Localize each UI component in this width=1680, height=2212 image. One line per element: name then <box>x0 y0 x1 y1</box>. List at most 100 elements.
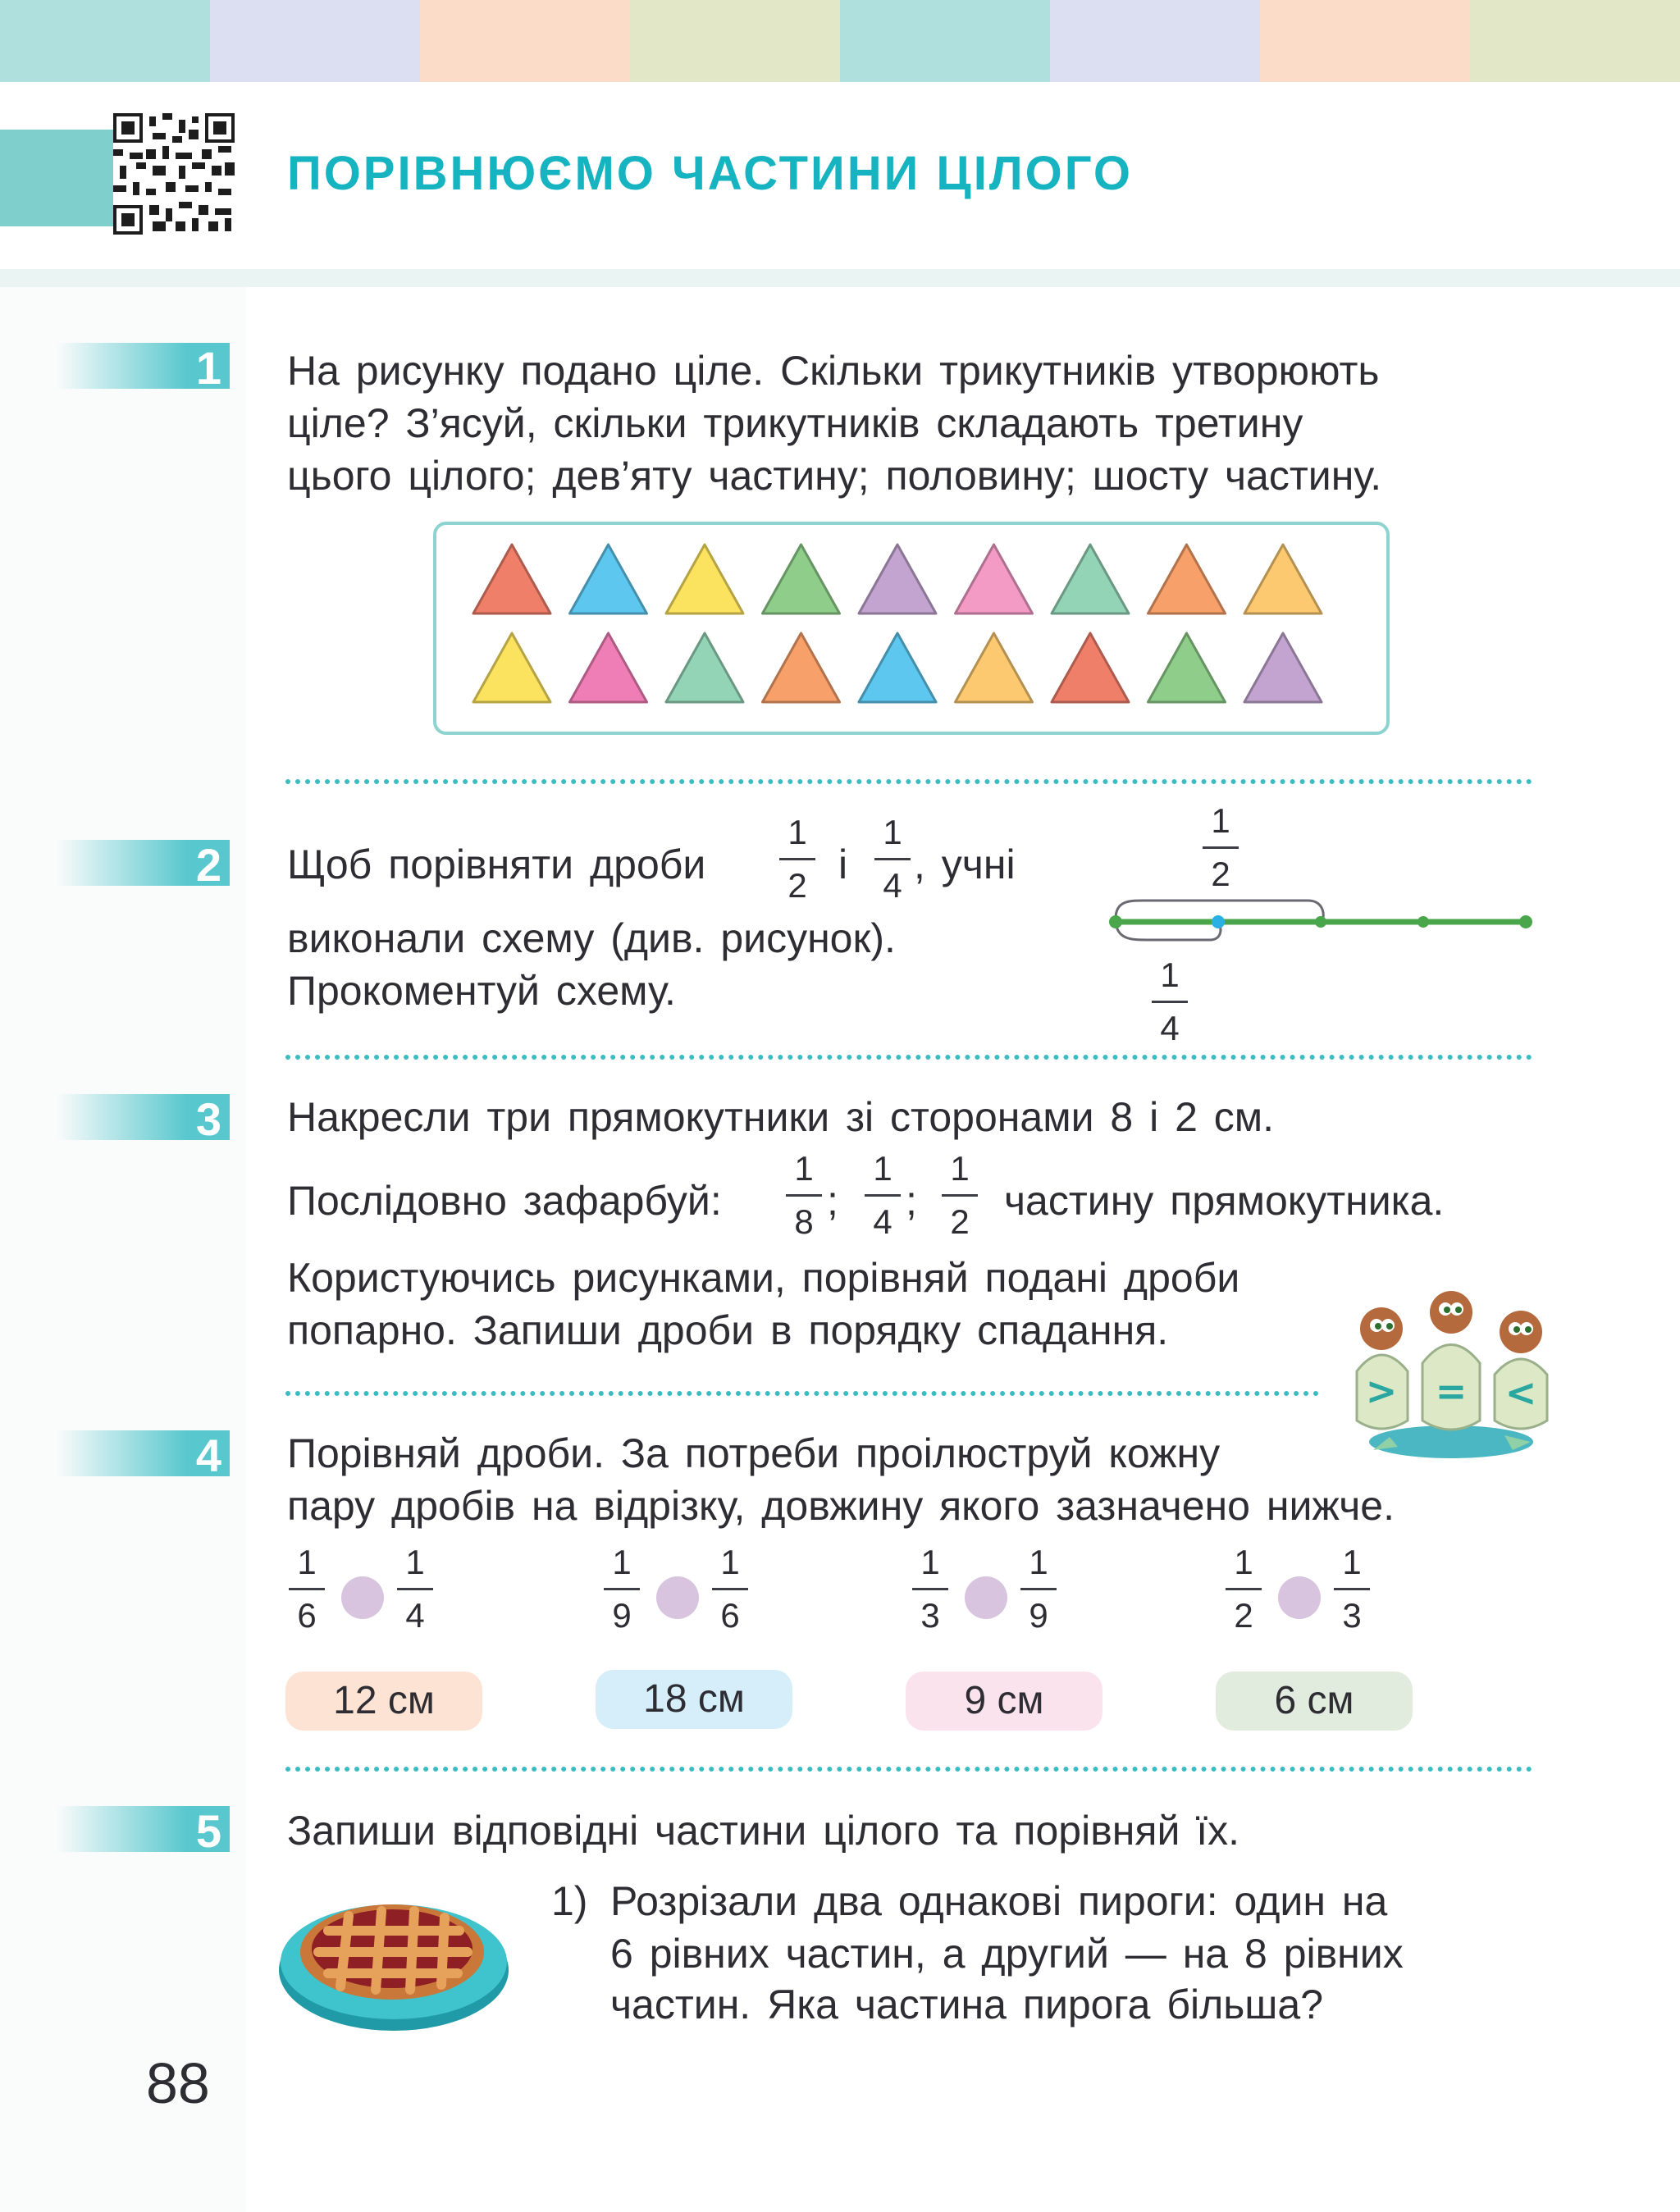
top-stripe <box>0 0 210 82</box>
exercise-5-item-number: 1) <box>551 1878 588 1924</box>
pair-3-compare-circle[interactable] <box>965 1576 1007 1619</box>
pair-4-compare-circle[interactable] <box>1278 1576 1321 1619</box>
triangles-figure <box>472 543 1323 704</box>
exercise-3-number-tab: 3 <box>57 1093 230 1145</box>
exercise-3-line-2b: частину прямокутника. <box>1004 1178 1445 1224</box>
exercise-5-item-line-3: частин. Яка частина пирога більша? <box>610 1982 1324 2027</box>
triangle <box>857 543 938 615</box>
triangle <box>1050 543 1130 615</box>
triangle <box>857 632 938 704</box>
exercise-5-line-1: Запиши відповідні частини цілого та порі… <box>287 1808 1240 1854</box>
exercise-1-line-3: цього цілого; дев’яту частину; половину;… <box>287 453 1382 499</box>
pair-4-length: 6 см <box>1216 1672 1413 1731</box>
top-stripe <box>420 0 630 82</box>
triangle <box>1050 632 1130 704</box>
header-band <box>0 82 1680 269</box>
triangle <box>1147 632 1226 704</box>
triangle <box>568 543 648 615</box>
exercise-2-number: 2 <box>195 839 221 891</box>
exercise-3-line-1: Накресли три прямокутники зі сторонами 8… <box>287 1094 1275 1140</box>
sign-equal: = <box>1436 1369 1468 1413</box>
exercise-2-line-2: виконали схему (див. рисунок). <box>287 915 896 961</box>
triangle <box>954 632 1034 704</box>
exercise-5-item-line-2: 6 рівних частин, а другий — на 8 рівних <box>610 1931 1404 1977</box>
pie-illustration <box>279 1904 509 2031</box>
top-stripe <box>1260 0 1470 82</box>
comparison-chicks-illustration: > = < <box>1355 1291 1549 1458</box>
page-number: 88 <box>146 2051 210 2115</box>
triangle <box>761 543 841 615</box>
top-stripe <box>840 0 1050 82</box>
separator-3 <box>285 1391 1319 1396</box>
triangle <box>664 543 745 615</box>
exercise-2-conjunction: і <box>838 841 848 887</box>
exercise-1-line-1: На рисунку подано ціле. Скільки трикутни… <box>287 348 1380 394</box>
exercise-4-number: 4 <box>195 1430 221 1481</box>
separator-1 <box>285 779 1532 784</box>
exercise-2-line-3: Прокоментуй схему. <box>287 968 676 1014</box>
triangle <box>1147 543 1226 615</box>
triangle <box>1243 543 1323 615</box>
exercise-1-line-2: ціле? З’ясуй, скільки трикутників склада… <box>287 400 1303 446</box>
exercise-5-number-tab: 5 <box>57 1805 230 1857</box>
header-divider <box>0 269 1680 287</box>
sign-greater: > <box>1366 1369 1398 1413</box>
pair-2-length: 18 см <box>596 1670 792 1729</box>
top-stripe <box>1470 0 1680 82</box>
separator-semicolon-2: ; <box>906 1178 917 1224</box>
separator-2 <box>285 1055 1532 1060</box>
exercise-1-number-tab: 1 <box>57 342 230 394</box>
triangle <box>954 543 1034 615</box>
exercise-3-line-3: Користуючись рисунками, порівняй подані … <box>287 1255 1240 1301</box>
pair-1-compare-circle[interactable] <box>341 1576 384 1619</box>
quarter-bracket <box>1114 921 1222 942</box>
exercise-4-number-tab: 4 <box>57 1430 230 1481</box>
header-accent-bar <box>0 130 113 226</box>
triangle <box>664 632 745 704</box>
exercise-4-line-1: Порівняй дроби. За потреби проілюструй к… <box>287 1430 1221 1476</box>
half-bracket <box>1114 899 1325 924</box>
number-line-scheme <box>1109 899 1532 942</box>
page-title: ПОРІВНЮЄМО ЧАСТИНИ ЦІЛОГО <box>287 147 1133 200</box>
exercise-3-number: 3 <box>195 1093 221 1145</box>
separator-4 <box>285 1767 1532 1772</box>
exercise-2-line-1b: , учні <box>914 841 1016 887</box>
triangle <box>1243 632 1323 704</box>
exercise-4-line-2: пару дробів на відрізку, довжину якого з… <box>287 1483 1395 1529</box>
separator-semicolon-1: ; <box>827 1178 838 1224</box>
exercise-3-line-4: попарно. Запиши дроби в порядку спадання… <box>287 1307 1169 1353</box>
qr-code-icon[interactable] <box>113 113 235 235</box>
top-stripe <box>210 0 420 82</box>
triangle <box>761 632 841 704</box>
exercise-5-item-line-1: Розрізали два однакові пироги: один на <box>610 1878 1388 1924</box>
left-margin <box>0 287 246 2212</box>
exercise-1-number: 1 <box>195 342 221 394</box>
exercise-2-number-tab: 2 <box>57 839 230 891</box>
top-stripe <box>630 0 840 82</box>
triangle <box>568 632 648 704</box>
exercise-2-line-1a: Щоб порівняти дроби <box>287 841 706 887</box>
top-stripe <box>1050 0 1260 82</box>
sign-less: < <box>1505 1371 1537 1415</box>
exercise-3-line-2a: Послідовно зафарбуй: <box>287 1178 722 1224</box>
pair-3-length: 9 см <box>906 1672 1102 1731</box>
pair-2-compare-circle[interactable] <box>656 1576 699 1619</box>
triangle <box>472 543 552 615</box>
triangle <box>472 632 552 704</box>
exercise-5-number: 5 <box>195 1805 221 1857</box>
